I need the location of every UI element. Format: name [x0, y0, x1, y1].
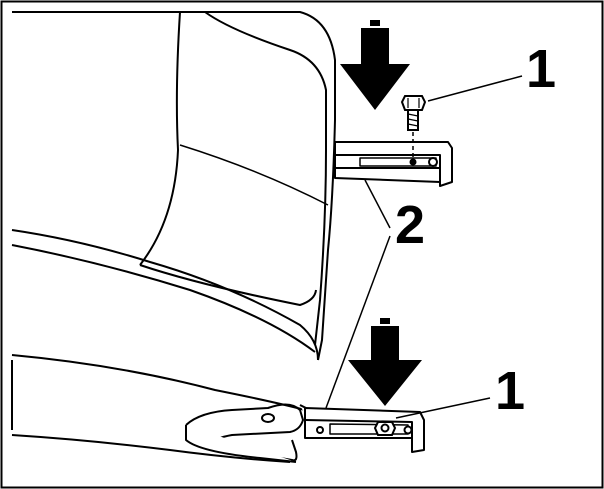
leader-bolt-top [427, 75, 523, 102]
seat-cushion [11, 229, 319, 463]
leader-lines [325, 75, 523, 419]
leader-bolt-bottom [395, 397, 491, 419]
arrow-down-bottom-icon [348, 318, 422, 406]
callout-2-rails: 2 [395, 195, 426, 255]
arrow-down-top-icon [340, 20, 410, 110]
bolt-bottom [373, 421, 397, 436]
callout-1-bolt-top: 1 [526, 39, 557, 99]
seat-backrest [12, 11, 336, 361]
callout-1-bolt-bottom: 1 [495, 361, 526, 421]
seat-rail-top [334, 141, 453, 187]
bolt-top [400, 95, 427, 160]
leader-rail-top [364, 179, 391, 229]
leader-rail-bottom [325, 235, 391, 409]
